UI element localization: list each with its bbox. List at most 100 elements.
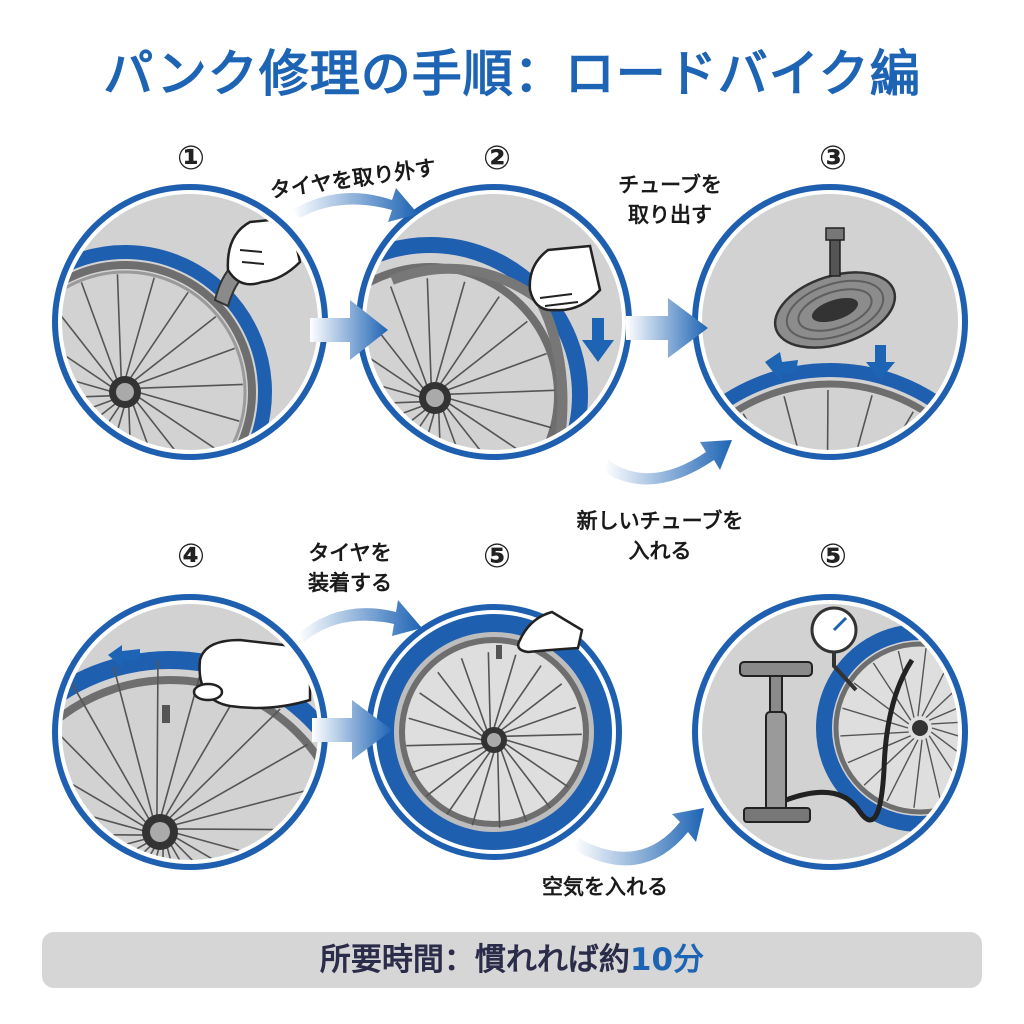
wheel-spoke [62,833,149,836]
wheel-spoke [917,648,927,717]
wheel-spoke [783,396,825,450]
curved-arrow-4-5 [298,600,422,642]
wheel-spoke [826,390,829,450]
wheel-spoke [925,670,958,719]
hand-icon [528,244,602,312]
wheel-spoke [500,683,563,731]
caption-new-tube: 新しいチューブを 入れる [560,506,760,566]
wheel-spoke [425,749,488,797]
caption-mount-tire-line2: 装着する [308,571,392,595]
wheel-spoke [503,706,577,734]
wheel-spoke [842,707,909,729]
arrow-left-icon [108,645,140,667]
wheel-spoke [62,401,119,450]
wheel-spoke [170,784,318,827]
wheel-spoke [493,654,517,729]
wheel-spoke [80,282,119,383]
wheel-spoke [872,662,912,721]
step4-number: ④ [177,536,205,575]
wheel-spoke [411,746,485,774]
wheel-spoke [838,473,976,551]
wheel-spoke [116,274,123,381]
time-required-prefix: 所要時間：慣れれば約 [319,942,630,978]
wheel-spoke [370,408,432,450]
step2-panel [356,184,632,460]
time-required-bar: 所要時間：慣れれば約10分 [42,932,982,988]
wheel-spoke [437,671,485,734]
wheel-spoke [925,738,943,806]
step5-number: ⑤ [483,536,511,575]
step2-number: ② [483,138,511,177]
wheel-spoke [437,409,444,450]
wheel-spoke [406,742,483,747]
wheel-spoke [408,717,483,741]
wheel-spoke [128,291,189,382]
wheel-spoke [127,403,134,450]
wheel-spoke [62,328,115,389]
arrow-down-icon [866,345,895,380]
step1-number: ① [177,138,205,177]
wheel-spoke [863,737,915,786]
wheel-spoke [504,743,569,788]
time-required-value: 10分 [629,942,705,978]
straight-arrow-4-5 [312,700,392,760]
wheel-spoke [500,749,528,823]
wheel-spoke [136,391,240,422]
curved-arrow-2-3 [604,440,732,485]
wheel-spoke [171,834,311,860]
pump-hose [785,658,915,823]
hand-icon [226,216,302,286]
caption-take-out-tube: チューブを 取り出す [600,170,740,230]
wheel-spoke [503,746,551,809]
wheel-spoke [366,333,425,395]
wheel-spoke [441,407,481,450]
wheel-spoke [131,316,217,383]
wheel-spoke [62,747,149,830]
pressure-gauge-icon [810,606,858,692]
wheel-spoke [444,352,547,392]
curved-arrow-5-6 [574,808,704,866]
wheel-spoke [928,735,958,794]
wheel-spoke [847,735,912,764]
wheel-spoke [135,395,226,450]
step1-panel [52,184,328,460]
wheel-spoke [131,401,170,450]
spokes [62,274,243,450]
arrow-left-icon [765,352,798,384]
wheel-spoke [444,404,513,450]
wheel-spoke [124,277,155,381]
wheel-spoke [441,320,528,389]
wheel-spoke [71,683,153,824]
caption-new-tube-line2: 入れる [628,539,692,563]
wheel-spoke [842,560,995,602]
pump-icon [739,661,813,823]
wheel-spoke [840,514,993,554]
wheel-spoke [134,347,235,386]
wheel-spoke [497,665,542,730]
wheel-spoke [445,401,537,450]
wheel-spoke [169,837,284,860]
step6-number: ⑤ [819,536,847,575]
caption-take-out-tube-line2: 取り出す [628,203,712,227]
wheel-spoke [438,296,500,388]
wheel-spoke [62,300,116,386]
wheel-spoke [446,389,555,396]
wheel-spoke [446,397,552,429]
step3-number: ③ [819,138,847,177]
wheel-spoke [886,739,919,802]
wheel-spoke [404,409,436,450]
wheel-spoke [496,751,501,828]
wheel-spoke [426,278,433,387]
wheel-spoke [136,383,243,390]
step6-panel [692,594,968,870]
wheel-spoke [897,650,915,718]
caption-take-out-tube-line1: チューブを [618,173,722,197]
wheel-spoke [168,743,309,825]
page-title: パンク修理の手順：ロードバイク編 [103,45,921,103]
wheel-spoke [928,692,958,721]
wheel-spoke [931,719,958,725]
wheel-spoke [134,398,201,450]
wheel-spoke [419,692,484,737]
wheel-spoke [505,739,580,763]
